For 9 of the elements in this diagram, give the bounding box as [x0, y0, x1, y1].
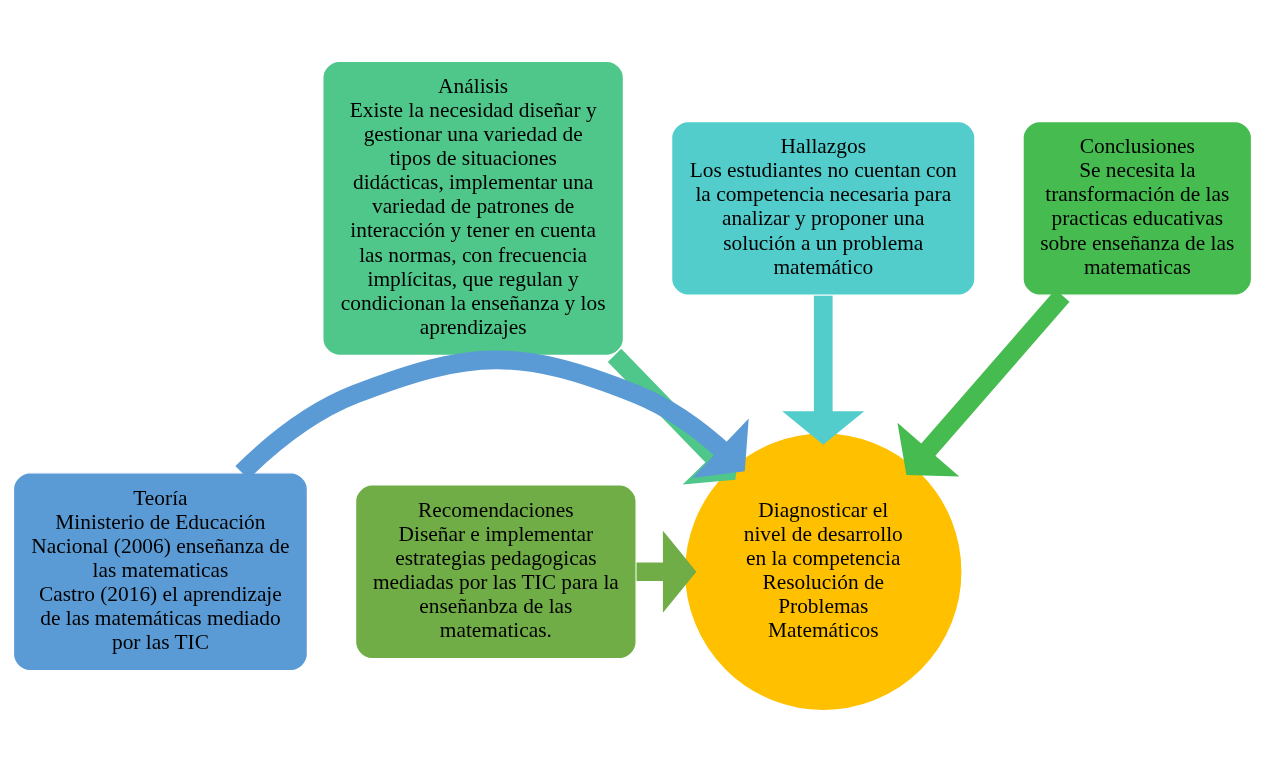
node-box: Conclusiones Se necesita la transformación de las practicas educativas sobre enseñanza de las matematicas	[1022, 120, 1253, 296]
arrow	[782, 295, 865, 445]
node-box: Recomendaciones Diseñar e implementar estrategias pedagogicas mediadas por las TIC para la enseñanbza de las matematicas.	[354, 484, 637, 660]
node-circle: Diagnosticar el nivel de desarrollo en la competencia Resolución de Problemas Matemáticos	[683, 432, 963, 712]
node-box: Hallazgos Los estudiantes no cuentan con la competencia necesaria para analizar y proponer una solución a un problema matemático	[670, 120, 976, 296]
arrow	[235, 350, 749, 480]
arrow	[636, 530, 697, 613]
node-box: Análisis Existe la necesidad diseñar y gestionar una variedad de tipos de situaciones didácticas, implementar una variedad de patrones de interacción y tener en cuenta las normas, con frecuencia implícitas, que regulan y condicionan la enseñanza y los aprendizajes	[322, 60, 625, 356]
node-box: Teoría Ministerio de Educación Nacional (2006) enseñanza de las matematicas Castro (2016) el aprendizaje de las matemáticas mediado por las TIC	[12, 472, 309, 672]
